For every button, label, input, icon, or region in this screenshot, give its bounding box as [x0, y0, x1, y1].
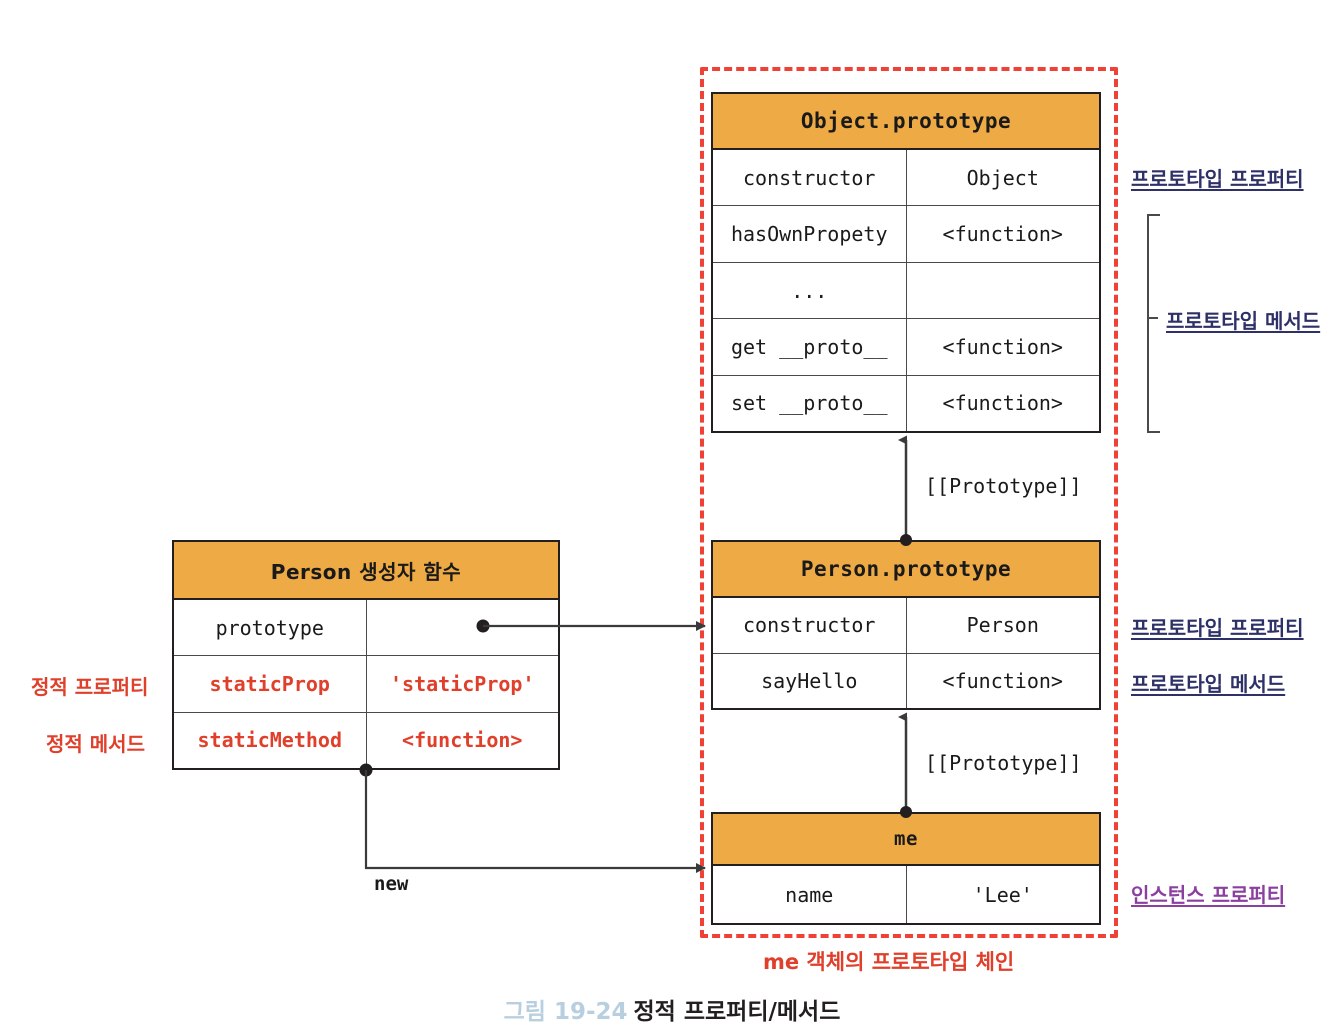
- prototype-link-label-lower: [[Prototype]]: [925, 751, 1082, 775]
- table-row: prototype: [174, 600, 559, 657]
- cell-key: constructor: [713, 150, 907, 206]
- object-prototype-table: Object.prototype constructor Object hasO…: [711, 92, 1101, 433]
- annotation-instance-property: 인스턴스 프로퍼티: [1131, 883, 1286, 907]
- cell-value: <function>: [942, 391, 1063, 416]
- new-label: new: [374, 873, 409, 895]
- table-row: name 'Lee': [713, 866, 1099, 923]
- cell-value: <function>: [942, 668, 1063, 693]
- cell-value: 'Lee': [972, 882, 1033, 907]
- cell-key: get __proto__: [713, 319, 907, 375]
- prototype-chain-boundary: [700, 67, 1118, 938]
- person-prototype-table: Person.prototype constructor Person sayH…: [711, 540, 1101, 710]
- prototype-chain-caption: me 객체의 프로토타입 체인: [763, 950, 1015, 974]
- person-constructor-title: Person 생성자 함수: [174, 542, 558, 600]
- cell-value: Person: [966, 613, 1039, 638]
- cell-key: hasOwnPropety: [713, 206, 907, 262]
- table-row: hasOwnPropety <function>: [713, 206, 1099, 263]
- prototype-link-label-upper: [[Prototype]]: [925, 474, 1082, 498]
- cell-key: staticProp: [174, 656, 367, 712]
- new-instantiation-arrow: [359, 763, 706, 873]
- figure-title: 정적 프로퍼티/메서드: [633, 999, 841, 1025]
- person-constructor-table: Person 생성자 함수 prototype staticProp 'stat…: [172, 540, 560, 770]
- cell-key: staticMethod: [174, 712, 367, 768]
- cell-key: constructor: [713, 598, 907, 653]
- object-prototype-title: Object.prototype: [713, 94, 1099, 150]
- cell-key: set __proto__: [713, 375, 907, 432]
- cell-value: 'staticProp': [390, 671, 535, 696]
- table-row: constructor Object: [713, 150, 1099, 207]
- cell-key: name: [713, 866, 907, 923]
- me-instance-table: me name 'Lee': [711, 812, 1101, 925]
- me-instance-title: me: [713, 814, 1099, 866]
- table-row: sayHello <function>: [713, 653, 1099, 708]
- table-row: staticMethod <function>: [174, 712, 558, 768]
- annotation-person-prototype-method: 프로토타입 메서드: [1131, 672, 1286, 696]
- cell-value: [907, 263, 1100, 318]
- table-row: get __proto__ <function>: [713, 319, 1099, 376]
- table-row: staticProp 'staticProp': [174, 656, 558, 713]
- cell-value: <function>: [942, 334, 1063, 359]
- cell-value: <function>: [942, 222, 1063, 247]
- cell-value: [367, 600, 559, 655]
- prototype-methods-bracket: [1147, 214, 1160, 433]
- figure-number: 그림 19-24: [503, 999, 628, 1025]
- table-row: ...: [713, 262, 1100, 320]
- cell-key: ...: [713, 262, 907, 319]
- table-row: constructor Person: [713, 598, 1099, 654]
- annotation-static-method: 정적 메서드: [46, 732, 145, 756]
- cell-key: prototype: [174, 600, 367, 656]
- person-prototype-title: Person.prototype: [713, 542, 1099, 598]
- annotation-static-property: 정적 프로퍼티: [31, 675, 149, 699]
- table-row: set __proto__ <function>: [713, 375, 1099, 432]
- cell-value: <function>: [402, 728, 523, 753]
- annotation-object-prototype-property: 프로토타입 프로퍼티: [1131, 167, 1304, 191]
- cell-key: sayHello: [713, 653, 907, 708]
- cell-value: Object: [966, 165, 1039, 190]
- annotation-person-prototype-property: 프로토타입 프로퍼티: [1131, 616, 1304, 640]
- annotation-object-prototype-methods: 프로토타입 메서드: [1166, 309, 1321, 333]
